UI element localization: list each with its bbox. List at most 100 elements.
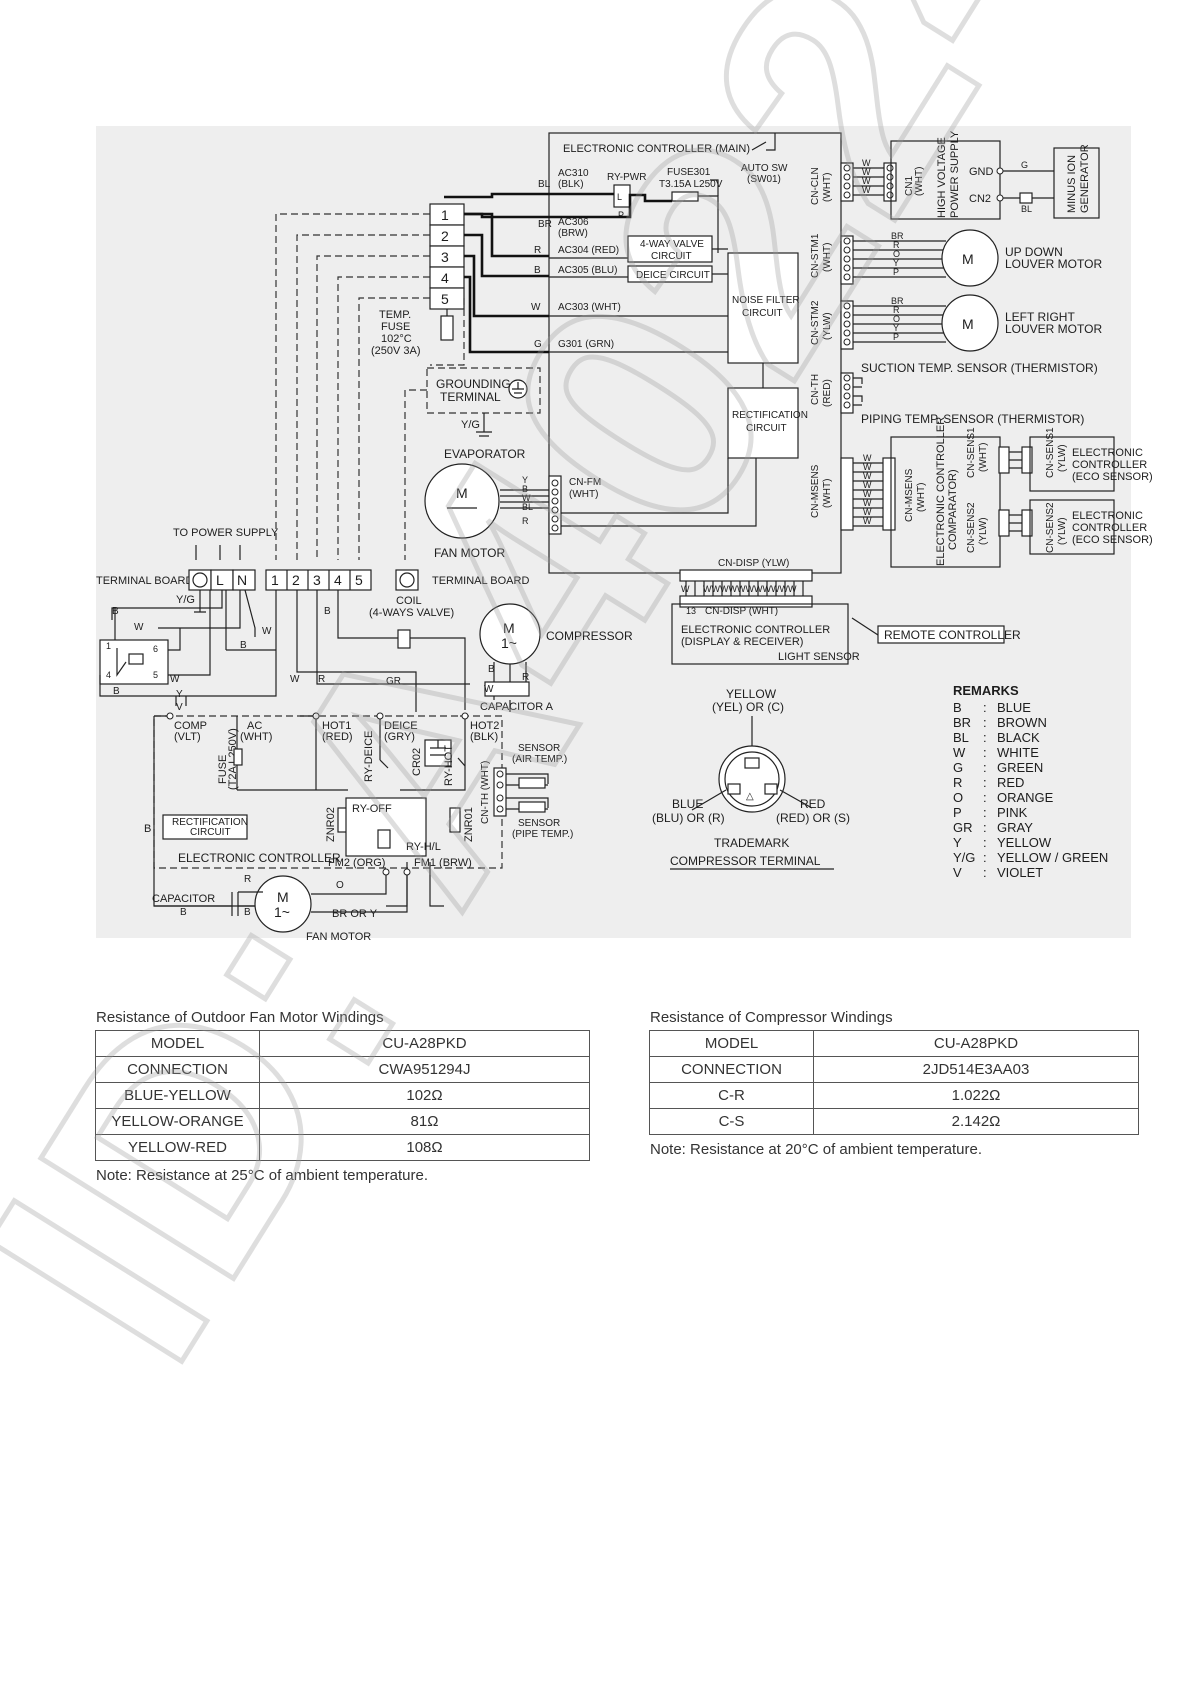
svg-text:(SW01): (SW01) (747, 174, 781, 185)
svg-text:2: 2 (292, 572, 300, 588)
remark-sep: : (983, 760, 987, 775)
indoor-terminal-block: 1 2 3 4 5 TEMP. FUSE 102°C (250V 3A) (371, 203, 549, 357)
svg-text:ELECTRONIC: ELECTRONIC (1072, 510, 1143, 522)
svg-text:2: 2 (441, 228, 449, 244)
row-label-cell: MODEL (649, 1030, 814, 1057)
svg-text:W: W (863, 507, 872, 517)
remark-sep: : (983, 730, 987, 745)
svg-text:V: V (176, 702, 183, 713)
svg-text:DEICE CIRCUIT: DEICE CIRCUIT (636, 270, 710, 281)
svg-text:CN1: CN1 (904, 176, 915, 196)
row-label-cell: MODEL (95, 1030, 260, 1057)
svg-text:(BRW): (BRW) (558, 228, 588, 239)
svg-text:W: W (134, 622, 144, 633)
svg-text:Y/G: Y/G (461, 419, 480, 431)
svg-text:AC310: AC310 (558, 168, 589, 179)
svg-text:△: △ (746, 791, 754, 802)
row-value-cell: 102Ω (259, 1082, 590, 1109)
remark-name: PINK (997, 805, 1028, 820)
svg-text:5: 5 (153, 670, 158, 680)
svg-text:W: W (863, 471, 872, 481)
svg-text:WWWWWWWWWWW: WWWWWWWWWWW (703, 584, 797, 594)
svg-text:LIGHT SENSOR: LIGHT SENSOR (778, 651, 860, 663)
svg-text:(AIR TEMP.): (AIR TEMP.) (512, 754, 567, 765)
row-value-cell: 2.142Ω (813, 1108, 1139, 1135)
svg-text:B: B (113, 686, 120, 697)
svg-text:SENSOR: SENSOR (518, 818, 560, 829)
svg-text:(YLW): (YLW) (1057, 517, 1068, 545)
svg-text:(WHT): (WHT) (569, 489, 598, 500)
svg-text:FUSE: FUSE (217, 755, 229, 784)
svg-text:SUCTION TEMP. SENSOR (THERMIST: SUCTION TEMP. SENSOR (THERMISTOR) (861, 361, 1098, 375)
svg-text:CN-STM1: CN-STM1 (810, 233, 821, 278)
svg-text:BL: BL (522, 502, 533, 512)
svg-text:4: 4 (106, 670, 111, 680)
svg-text:CN2: CN2 (969, 193, 991, 205)
svg-text:(BLU) OR (R): (BLU) OR (R) (652, 811, 725, 825)
svg-text:G301 (GRN): G301 (GRN) (558, 339, 614, 350)
svg-text:CONTROLLER: CONTROLLER (1072, 459, 1147, 471)
svg-text:R: R (244, 874, 251, 885)
row-value-cell: CWA951294J (259, 1056, 590, 1083)
svg-text:RY-H/L: RY-H/L (406, 841, 441, 853)
row-value-cell: 2JD514E3AA03 (813, 1056, 1139, 1083)
svg-text:GROUNDING: GROUNDING (436, 377, 511, 391)
svg-text:(250V 3A): (250V 3A) (371, 345, 421, 357)
svg-text:RECTIFICATION: RECTIFICATION (732, 410, 808, 421)
svg-text:TO POWER SUPPLY: TO POWER SUPPLY (173, 527, 279, 539)
svg-text:BR: BR (891, 296, 904, 306)
svg-text:TEMP.: TEMP. (379, 309, 411, 321)
svg-text:Y: Y (893, 323, 899, 333)
svg-text:M: M (962, 251, 974, 267)
svg-text:W: W (863, 498, 872, 508)
svg-text:HIGH VOLTAGE: HIGH VOLTAGE (936, 137, 948, 218)
svg-text:POWER SUPPLY: POWER SUPPLY (949, 130, 961, 218)
svg-text:MINUS ION: MINUS ION (1066, 155, 1078, 213)
svg-text:R: R (893, 240, 900, 250)
fan-table-title: Resistance of Outdoor Fan Motor Windings (96, 1009, 384, 1026)
svg-text:R: R (318, 674, 325, 685)
svg-text:RED: RED (800, 797, 826, 811)
svg-text:B: B (522, 484, 528, 494)
svg-text:B: B (488, 664, 495, 675)
svg-text:FUSE: FUSE (381, 321, 410, 333)
svg-text:(WHT): (WHT) (822, 479, 833, 508)
row-label-cell: YELLOW-RED (95, 1134, 260, 1161)
svg-text:CN-SENS2: CN-SENS2 (1045, 502, 1056, 553)
svg-text:FAN MOTOR: FAN MOTOR (434, 546, 505, 560)
svg-text:CN-DISP (YLW): CN-DISP (YLW) (718, 558, 789, 569)
svg-text:Y: Y (893, 258, 899, 268)
svg-text:CN-SENS1: CN-SENS1 (966, 427, 977, 478)
svg-text:(RED) OR (S): (RED) OR (S) (776, 811, 850, 825)
svg-text:FUSE301: FUSE301 (667, 167, 711, 178)
grounding-terminal: GROUNDING TERMINAL Y/G (404, 367, 541, 560)
svg-text:BL: BL (538, 179, 551, 190)
svg-text:1: 1 (441, 207, 449, 223)
remark-code: BL (953, 730, 969, 745)
svg-text:SENSOR: SENSOR (518, 743, 560, 754)
svg-text:ELECTRONIC: ELECTRONIC (1072, 447, 1143, 459)
remark-code: V (953, 865, 962, 880)
svg-text:COIL: COIL (396, 595, 422, 607)
svg-text:M: M (277, 889, 289, 905)
svg-text:LOUVER MOTOR: LOUVER MOTOR (1005, 322, 1102, 336)
svg-text:CN-MSENS: CN-MSENS (810, 464, 821, 518)
remark-name: RED (997, 775, 1024, 790)
svg-text:M: M (962, 316, 974, 332)
row-label-cell: CONNECTION (95, 1056, 260, 1083)
svg-text:4: 4 (334, 572, 342, 588)
row-label-cell: BLUE-YELLOW (95, 1082, 260, 1109)
svg-text:TERMINAL: TERMINAL (440, 390, 501, 404)
svg-text:W: W (863, 462, 872, 472)
svg-text:Y: Y (522, 475, 528, 485)
remark-code: BR (953, 715, 971, 730)
svg-text:CN-SENS1: CN-SENS1 (1045, 427, 1056, 478)
svg-text:UP DOWN: UP DOWN (1005, 245, 1063, 259)
remark-code: Y (953, 835, 962, 850)
svg-text:AC303 (WHT): AC303 (WHT) (558, 302, 621, 313)
svg-text:YELLOW: YELLOW (726, 687, 777, 701)
svg-text:(WHT): (WHT) (240, 731, 272, 743)
